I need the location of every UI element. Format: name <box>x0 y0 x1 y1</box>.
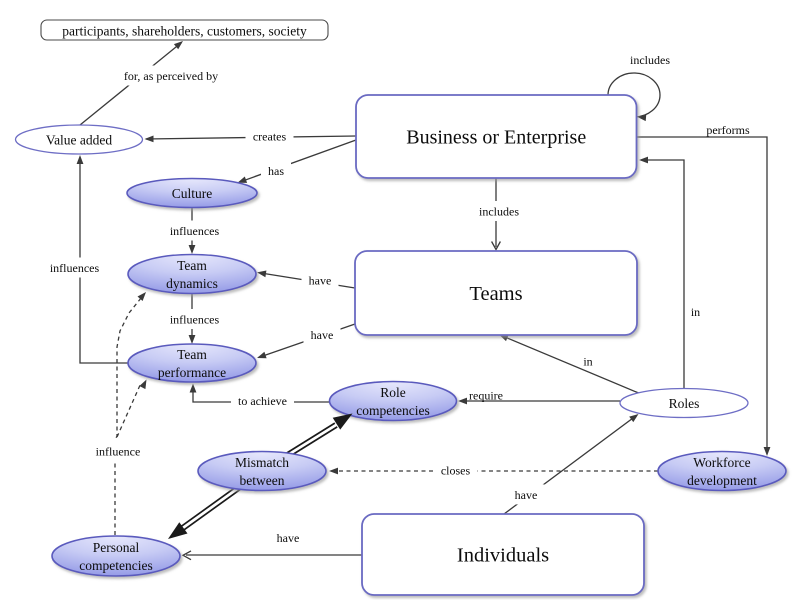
svg-text:have: have <box>515 488 538 502</box>
svg-text:in: in <box>691 305 700 319</box>
svg-text:includes: includes <box>630 53 670 67</box>
svg-text:Workforce: Workforce <box>693 455 750 470</box>
svg-text:Value added: Value added <box>46 133 113 148</box>
svg-text:influence: influence <box>96 445 141 459</box>
svg-text:Team: Team <box>177 347 207 362</box>
svg-text:between: between <box>240 473 285 488</box>
svg-text:influences: influences <box>170 313 220 327</box>
svg-text:Individuals: Individuals <box>457 545 549 567</box>
svg-text:includes: includes <box>479 205 519 219</box>
svg-text:for, as perceived by: for, as perceived by <box>124 69 218 83</box>
svg-text:participants, shareholders, cu: participants, shareholders, customers, s… <box>62 24 307 39</box>
svg-text:Roles: Roles <box>669 396 700 411</box>
svg-text:competencies: competencies <box>356 403 429 418</box>
svg-text:to achieve: to achieve <box>238 394 287 408</box>
svg-text:performance: performance <box>158 365 226 380</box>
svg-text:have: have <box>311 328 334 342</box>
svg-text:closes: closes <box>441 464 471 478</box>
svg-text:Business or Enterprise: Business or Enterprise <box>406 127 586 149</box>
svg-text:in: in <box>583 355 592 369</box>
svg-text:influences: influences <box>50 261 100 275</box>
svg-text:Teams: Teams <box>469 283 522 305</box>
svg-text:Role: Role <box>380 385 406 400</box>
svg-text:have: have <box>309 274 332 288</box>
svg-text:dynamics: dynamics <box>166 276 218 291</box>
svg-text:Culture: Culture <box>172 186 213 201</box>
svg-text:have: have <box>277 531 300 545</box>
svg-text:creates: creates <box>253 130 287 144</box>
svg-text:Mismatch: Mismatch <box>235 455 289 470</box>
svg-text:Personal: Personal <box>93 540 140 555</box>
svg-text:influences: influences <box>170 224 220 238</box>
svg-text:require: require <box>469 389 503 403</box>
svg-text:has: has <box>268 164 284 178</box>
svg-text:Team: Team <box>177 258 207 273</box>
svg-text:competencies: competencies <box>79 558 152 573</box>
svg-text:performs: performs <box>706 123 750 137</box>
svg-text:development: development <box>687 473 757 488</box>
